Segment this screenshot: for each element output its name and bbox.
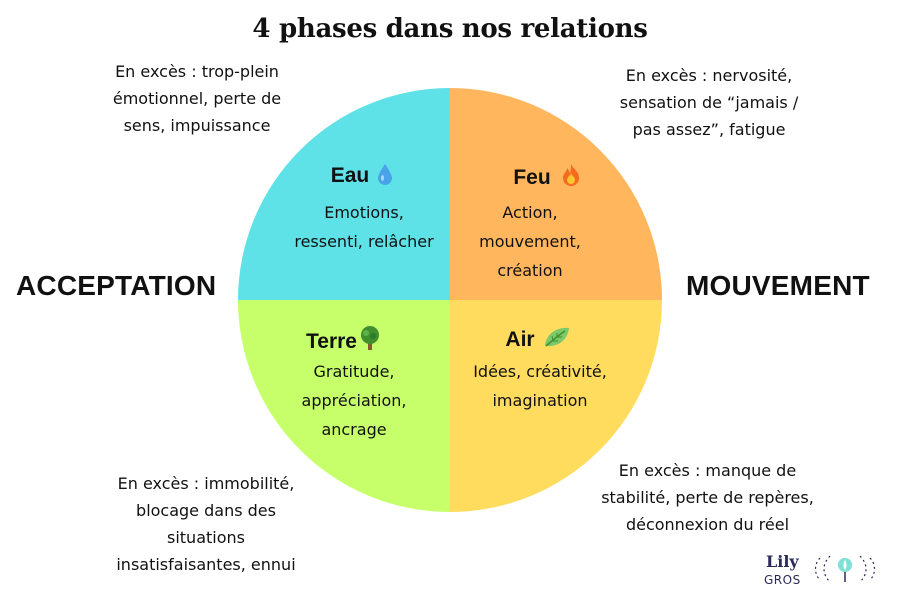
air-excess-line-3: déconnexion du réel [625,515,790,534]
quadrant-feu [450,88,662,300]
terre-line-2: appréciation, [301,391,407,410]
quadrant-air [450,300,662,512]
feu-title: Feu [448,163,648,193]
fire-icon [559,163,583,193]
air-excess-note: En excès : manque de stabilité, perte de… [595,457,820,538]
air-excess-line-1: En excès : manque de [618,461,797,480]
feu-title-text: Feu [513,166,551,189]
mouvement-label: MOUVEMENT [686,270,870,301]
terre-line-3: ancrage [321,420,387,439]
leaf-icon [543,325,571,355]
eau-title-text: Eau [330,164,370,187]
terre-excess-line-1: En excès : immobilité, [117,474,295,493]
eau-excess-line-3: sens, impuissance [123,116,271,135]
terre-title-text: Terre [306,330,357,353]
terre-line-1: Gratitude, [313,362,395,381]
terre-excess-note: En excès : immobilité, blocage dans des … [100,470,312,578]
feu-line-3: création [497,261,563,280]
air-line-1: Idées, créativité, [473,362,607,381]
tree-icon [358,325,382,357]
eau-line-2: ressenti, relâcher [294,232,434,251]
eau-title: Eau [262,163,462,191]
terre-title: Terre [244,325,444,357]
acceptation-label: ACCEPTATION [16,270,217,301]
eau-excess-line-2: émotionnel, perte de [112,89,282,108]
eau-description: Emotions, ressenti, relâcher [264,198,464,256]
feu-description: Action, mouvement, création [430,198,630,285]
quadrant-terre [238,300,450,512]
terre-excess-line-3: situations [167,528,245,547]
air-line-2: imagination [492,391,588,410]
quadrant-eau [238,88,450,300]
terre-description: Gratitude, appréciation, ancrage [254,357,454,444]
air-excess-line-2: stabilité, perte de repères, [601,488,814,507]
feu-line-1: Action, [502,203,558,222]
diagram-title: 4 phases dans nos relations [252,14,648,44]
feu-excess-line-2: sensation de “jamais / [619,93,799,112]
droplet-icon [377,163,393,191]
feu-excess-note: En excès : nervosité, sensation de “jama… [598,62,820,143]
eau-excess-note: En excès : trop-plein émotionnel, perte … [92,58,302,139]
air-description: Idées, créativité, imagination [440,357,640,415]
terre-excess-line-4: insatisfaisantes, ennui [116,555,296,574]
terre-excess-line-2: blocage dans des [136,501,276,520]
feu-excess-line-3: pas assez”, fatigue [632,120,786,139]
air-title-text: Air [505,328,535,351]
feu-excess-line-1: En excès : nervosité, [625,66,793,85]
eau-line-1: Emotions, [324,203,404,222]
air-title: Air [438,325,638,355]
logo-subtitle: GROS [764,573,801,587]
logo-name: Lily [766,552,799,571]
lily-gros-logo-mark [814,555,876,583]
eau-excess-line-1: En excès : trop-plein [115,62,279,81]
feu-line-2: mouvement, [479,232,581,251]
